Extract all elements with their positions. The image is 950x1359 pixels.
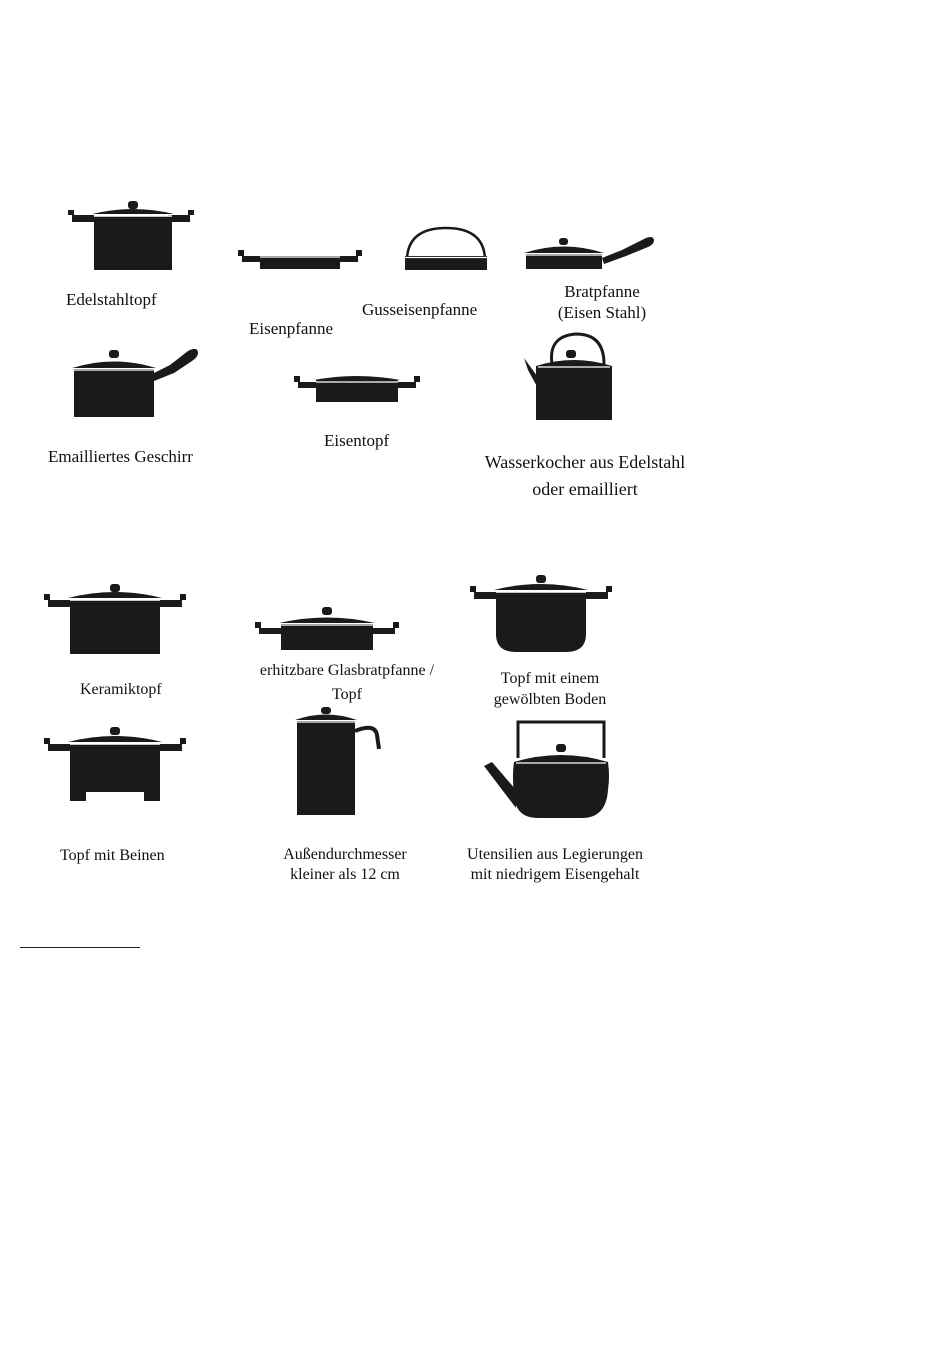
caption-glasbratpfanne-line1: erhitzbare Glasbratpfanne /: [259, 662, 435, 679]
caption-legierung-line1: Utensilien aus Legierungen: [467, 846, 643, 863]
caption-bratpfanne: Bratpfanne (Eisen Stahl): [540, 281, 664, 323]
caption-eisenpfanne: Eisenpfanne: [249, 319, 334, 338]
caption-glasbratpfanne-line2: Topf: [332, 686, 362, 703]
ceramic-pot-icon: [40, 580, 190, 656]
glass-casserole-icon: [253, 604, 401, 652]
caption-durchmesser-line1: Außendurchmesser: [283, 846, 407, 863]
caption-gusseisenpfanne: Gusseisenpfanne: [362, 300, 478, 319]
caption-bratpfanne-line1: Bratpfanne: [564, 282, 640, 301]
caption-edelstahltopf: Edelstahltopf: [66, 290, 157, 309]
frying-pan-icon: [522, 232, 656, 272]
caption-bratpfanne-line2: (Eisen Stahl): [557, 303, 647, 322]
caption-durchmesser: Außendurchmesser kleiner als 12 cm: [270, 845, 420, 885]
footnote-separator: [20, 947, 140, 948]
caption-glasbratpfanne: erhitzbare Glasbratpfanne / Topf: [244, 659, 450, 707]
caption-wasserkocher-line2: oder emailliert: [532, 479, 638, 499]
caption-emailliertes: Emailliertes Geschirr: [48, 447, 193, 466]
iron-pot-icon: [292, 370, 422, 404]
caption-wasserkocher-line1: Wasserkocher aus Edelstahl: [484, 452, 686, 472]
stainless-steel-pot-icon: [64, 198, 198, 272]
caption-eisentopf: Eisentopf: [324, 431, 390, 450]
small-diameter-pot-icon: [293, 705, 383, 817]
caption-wasserkocher: Wasserkocher aus Edelstahl oder emaillie…: [474, 449, 696, 503]
caption-keramiktopf: Keramiktopf: [80, 681, 162, 698]
cast-iron-pan-icon: [403, 224, 489, 272]
caption-legierung: Utensilien aus Legierungen mit niedrigem…: [450, 845, 660, 885]
caption-gewoelbt: Topf mit einem gewölbten Boden: [476, 668, 624, 710]
caption-gewoelbt-line2: gewölbten Boden: [493, 691, 607, 708]
iron-pan-icon: [236, 246, 364, 272]
curved-bottom-pot-icon: [466, 572, 616, 656]
low-iron-alloy-kettle-icon: [482, 716, 614, 820]
caption-legierung-line2: mit niedrigem Eisengehalt: [470, 866, 640, 883]
enamelled-saucepan-icon: [70, 345, 200, 419]
caption-durchmesser-line2: kleiner als 12 cm: [290, 866, 400, 883]
kettle-icon: [522, 330, 616, 422]
caption-gewoelbt-line1: Topf mit einem: [500, 670, 600, 687]
caption-beinen: Topf mit Beinen: [60, 847, 165, 864]
pot-with-legs-icon: [40, 724, 190, 804]
